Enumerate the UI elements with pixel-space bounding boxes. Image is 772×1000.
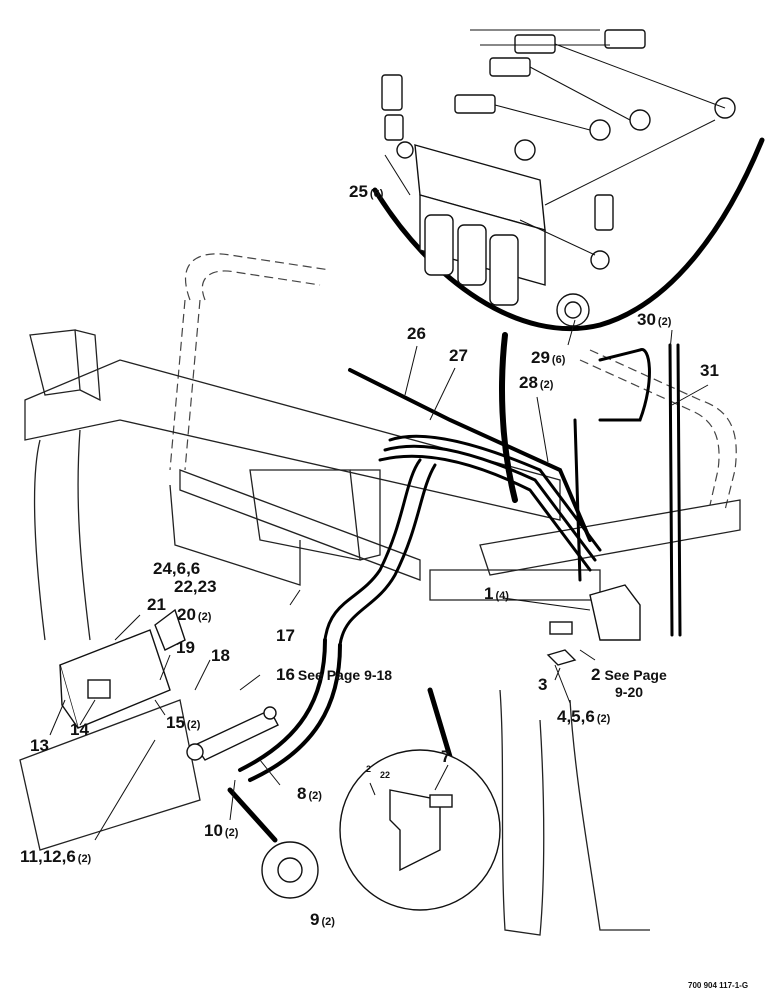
callout-7: 7 (441, 747, 450, 766)
callout-27: 27 (449, 346, 468, 365)
callout-29: 29(6) (531, 348, 566, 367)
callout-3: 3 (538, 675, 547, 694)
hydraulic-fittings (381, 29, 736, 270)
callout-19: 19 (176, 638, 195, 657)
callout-8: 8(2) (297, 784, 322, 803)
callout-28: 28(2) (519, 373, 554, 392)
callout-10: 10(2) (204, 821, 239, 840)
callout-26: 26 (407, 324, 426, 343)
mounting-bracket (59, 608, 186, 729)
detail-dim-22: 22 (380, 770, 390, 780)
callout-1: 1(4) (484, 584, 509, 603)
callout-17: 17 (276, 626, 295, 645)
detail-ring (227, 787, 319, 899)
control-valve (546, 584, 641, 666)
callout-31: 31 (700, 361, 719, 380)
cylinder (186, 706, 279, 761)
callout-18: 18 (211, 646, 230, 665)
callout-25: 25(6) (349, 182, 384, 201)
callout-11-12-6: 11,12,6(2) (20, 847, 92, 866)
detail-clamp: 2 22 (339, 687, 501, 911)
callout-24-6-6: 24,6,6 (153, 559, 200, 578)
leader-lines (49, 154, 709, 841)
callout-30: 30(2) (637, 310, 672, 329)
callout-2-page: 9-20 (615, 684, 643, 700)
callout-20: 20(2) (177, 605, 212, 624)
callout-14: 14 (70, 720, 89, 739)
callout-15: 15(2) (166, 713, 201, 732)
callout-13: 13 (30, 736, 49, 755)
valve-assembly (372, 29, 765, 332)
callout-22-23: 22,23 (174, 577, 217, 596)
callout-21: 21 (147, 595, 166, 614)
callout-9: 9(2) (310, 910, 335, 929)
machine-frame (19, 253, 741, 936)
callout-4-5-6: 4,5,6(2) (557, 707, 611, 726)
hose-bundle (238, 332, 682, 782)
detail-dim-2: 2 (366, 764, 371, 774)
figure-id: 700 904 117-1-G (688, 981, 748, 990)
